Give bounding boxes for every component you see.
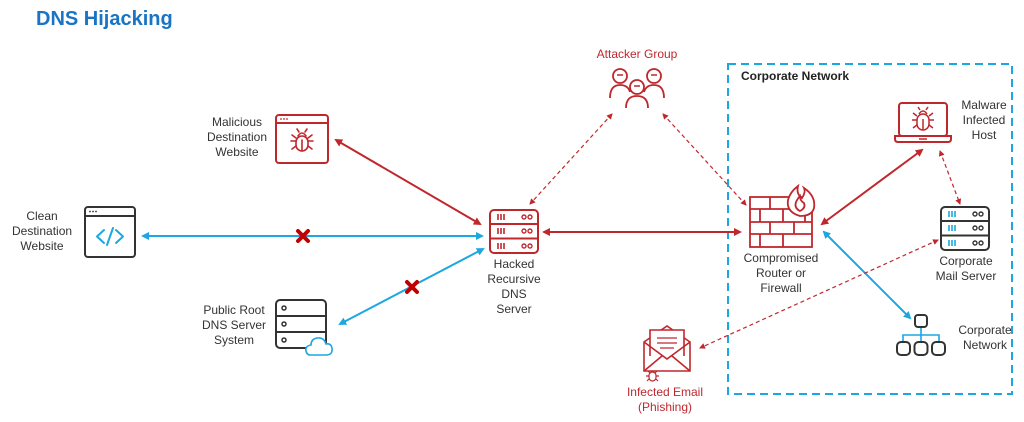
conn-router-network — [822, 230, 912, 320]
bug-window-icon — [275, 114, 329, 164]
label-corporate-network: Corporate Network — [958, 323, 1012, 352]
code-window-icon — [84, 206, 136, 258]
label-malicious-destination-website: Malicious Destination Website — [206, 115, 268, 159]
label-public-root-dns: Public Root DNS Server System — [201, 303, 266, 347]
label-attacker-group: Attacker Group — [596, 47, 678, 61]
conn-host-mail — [938, 150, 962, 205]
conn-attacker-router — [662, 113, 747, 206]
connections — [141, 113, 962, 349]
diagram-title: DNS Hijacking — [36, 8, 173, 30]
label-clean-destination-website: Clean Destination Website — [12, 209, 73, 253]
conn-router-host — [820, 148, 924, 226]
label-infected-email: Infected Email (Phishing) — [626, 385, 704, 414]
attacker-group-icon — [609, 68, 665, 109]
label-corporate-mail-server: Corporate Mail Server — [935, 254, 997, 283]
infected-email-icon — [643, 325, 691, 382]
label-compromised-router: Compromised Router or Firewall — [743, 251, 819, 295]
blocked-x-icon — [296, 229, 310, 243]
server-cloud-icon — [275, 299, 333, 356]
corporate-network-zone — [727, 63, 1013, 395]
label-malware-infected-host: Malware Infected Host — [961, 98, 1007, 142]
blocked-x-icon — [405, 280, 419, 294]
label-hacked-recursive-dns: Hacked Recursive DNS Server — [487, 257, 541, 316]
conn-attacker-dns — [529, 113, 613, 205]
conn-dns-malicious — [334, 138, 482, 226]
corporate-network-zone-label: Corporate Network — [741, 69, 850, 83]
mail-server-icon — [940, 206, 990, 251]
hacked-server-icon — [489, 209, 539, 254]
conn-mail-email — [699, 239, 939, 349]
bug-laptop-icon — [894, 102, 952, 143]
firewall-fire-icon — [749, 183, 816, 248]
network-tree-icon — [896, 314, 946, 356]
